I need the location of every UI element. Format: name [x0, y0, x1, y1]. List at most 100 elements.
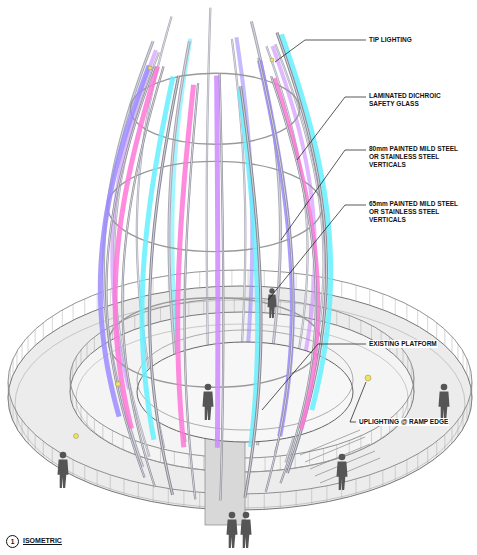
baluster	[124, 479, 125, 495]
person	[58, 452, 69, 488]
steel-vertical	[241, 86, 261, 498]
baluster	[16, 351, 17, 367]
baluster	[248, 494, 249, 510]
baluster	[62, 310, 63, 326]
baluster	[458, 420, 459, 436]
baluster	[382, 294, 383, 310]
baluster	[43, 441, 44, 457]
baluster	[168, 489, 169, 505]
steel-vertical	[185, 83, 198, 499]
steel-vertical	[106, 67, 154, 478]
baluster	[174, 452, 175, 466]
steel-highlight	[258, 58, 293, 492]
dichroic-glass	[100, 66, 149, 417]
baluster	[371, 431, 372, 445]
baluster	[87, 413, 88, 427]
baluster	[411, 364, 412, 378]
baluster	[309, 452, 310, 466]
drawing-title: ISOMETRIC	[23, 537, 62, 544]
baluster	[407, 357, 408, 371]
baluster	[427, 316, 428, 332]
baluster	[436, 441, 437, 457]
callout-label: LAMINATED DICHROIC SAFETY GLASS	[368, 92, 456, 108]
baluster	[369, 475, 370, 491]
steel-highlight	[241, 86, 261, 498]
baluster	[382, 470, 383, 486]
baluster	[336, 311, 337, 325]
baluster	[16, 413, 17, 429]
baluster	[264, 493, 265, 509]
baluster	[43, 323, 44, 339]
baluster	[406, 460, 407, 476]
baluster	[188, 302, 189, 316]
person	[227, 512, 238, 548]
drawing-number: 1	[6, 535, 19, 548]
baluster	[188, 454, 189, 468]
baluster	[76, 399, 77, 413]
baluster	[295, 454, 296, 468]
baluster	[84, 299, 85, 315]
baluster	[417, 454, 418, 470]
baluster	[463, 413, 464, 429]
baluster	[417, 310, 418, 326]
baluster	[94, 337, 95, 351]
baluster	[231, 270, 232, 286]
baluster	[356, 479, 357, 495]
baluster	[469, 366, 470, 382]
uplight	[74, 58, 372, 439]
baluster	[360, 320, 361, 334]
baluster	[73, 460, 74, 476]
baluster	[413, 385, 414, 399]
baluster	[413, 371, 414, 385]
baluster	[371, 325, 372, 339]
baluster	[381, 425, 382, 439]
baluster	[102, 425, 103, 439]
baluster	[280, 492, 281, 508]
baluster	[21, 344, 22, 360]
callout-label: 80mm PAINTED MILD STEEL OR STAINLESS STE…	[368, 145, 470, 169]
baluster	[407, 399, 408, 413]
person	[268, 288, 277, 318]
baluster	[427, 448, 428, 464]
baluster	[264, 271, 265, 287]
baluster	[160, 308, 161, 322]
baluster	[134, 315, 135, 329]
baluster	[8, 390, 9, 406]
baluster	[147, 311, 148, 325]
baluster	[265, 299, 266, 313]
baluster	[80, 350, 81, 364]
person	[337, 454, 348, 490]
baluster	[265, 457, 266, 471]
steel-highlight	[220, 73, 224, 500]
baluster	[326, 486, 327, 502]
callout-label: TIP LIGHTING	[368, 36, 413, 44]
baluster	[183, 491, 184, 507]
figure	[58, 288, 450, 548]
callout-label: 65mm PAINTED MILD STEEL OR STAINLESS STE…	[368, 200, 470, 224]
baluster	[153, 278, 154, 294]
baluster	[466, 405, 467, 421]
baluster	[72, 392, 73, 406]
baluster	[466, 359, 467, 375]
baluster	[8, 382, 9, 398]
baluster	[458, 344, 459, 360]
baluster	[311, 489, 312, 505]
baluster	[234, 298, 235, 312]
baluster	[360, 436, 361, 450]
baluster	[8, 374, 9, 390]
baluster	[411, 392, 412, 406]
baluster	[199, 492, 200, 508]
baluster	[153, 486, 154, 502]
baluster	[199, 272, 200, 288]
baluster	[356, 285, 357, 301]
baluster	[52, 316, 53, 332]
baluster	[112, 431, 113, 445]
baluster	[280, 456, 281, 470]
baluster	[451, 428, 452, 444]
baluster	[160, 448, 161, 462]
baluster	[97, 294, 98, 310]
baluster	[323, 448, 324, 462]
person	[439, 384, 450, 420]
baluster	[469, 398, 470, 414]
